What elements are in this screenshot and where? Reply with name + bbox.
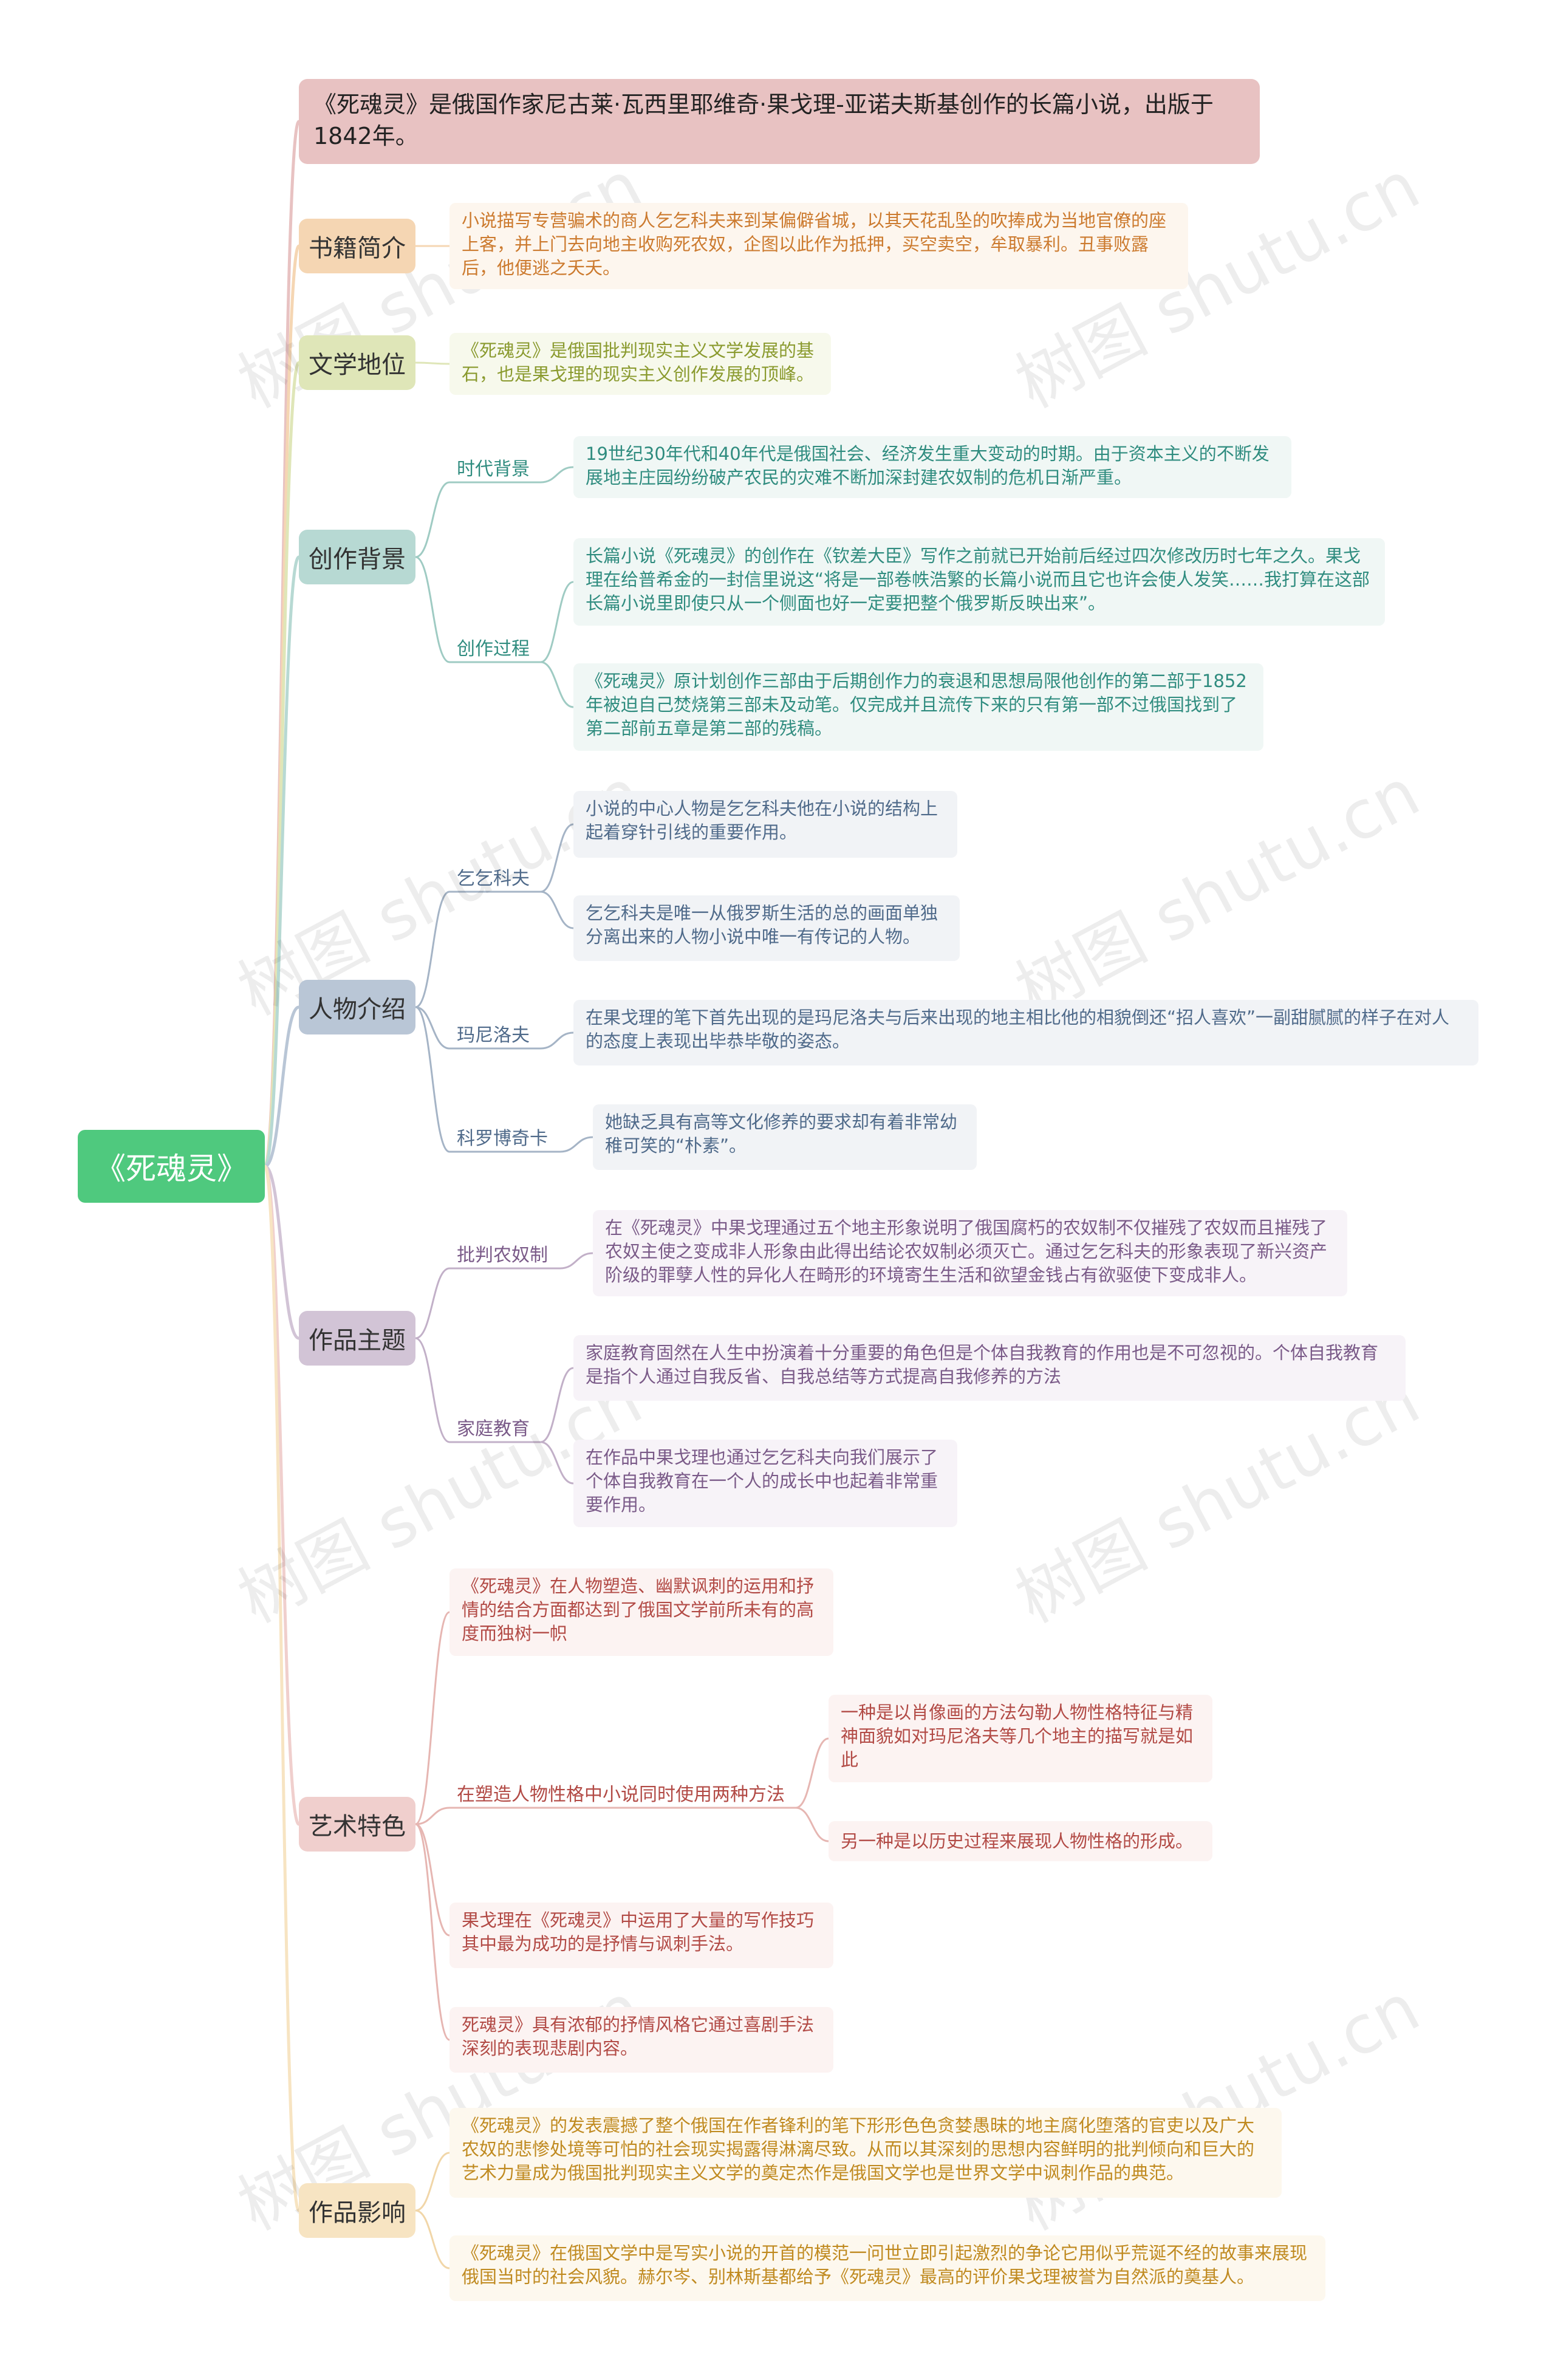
korobochka-text[interactable]: 她缺乏具有高等文化修养的要求却有着非常幼稚可笑的“朴素”。 <box>593 1104 977 1170</box>
sub-creation-process[interactable]: 创作过程 <box>457 638 530 660</box>
sub-family-education[interactable]: 家庭教育 <box>457 1418 530 1440</box>
art-item[interactable]: 死魂灵》具有浓郁的抒情风格它通过喜剧手法深刻的表现悲剧内容。 <box>449 2007 833 2073</box>
literary-status-text[interactable]: 《死魂灵》是俄国批判现实主义文学发展的基石，也是果戈理的现实主义创作发展的顶峰。 <box>449 333 831 395</box>
branch-link <box>415 1006 450 1153</box>
education-item[interactable]: 在作品中果戈理也通过乞乞科夫向我们展示了个体自我教育在一个人的成长中也起着非常重… <box>573 1440 957 1527</box>
root-link <box>263 555 301 1168</box>
branch-link <box>415 1823 450 1937</box>
root-link <box>264 1164 300 1340</box>
branch-link <box>415 481 450 558</box>
education-item[interactable]: 家庭教育固然在人生中扮演着十分重要的角色但是个体自我教育的作用也是不可忽视的。个… <box>573 1335 1406 1401</box>
leaf-link <box>540 1367 574 1443</box>
influence-item[interactable]: 《死魂灵》在俄国文学中是写实小说的开首的模范一问世立即引起激烈的争论它用似乎荒诞… <box>449 2235 1325 2301</box>
art-item[interactable]: 《死魂灵》在人物塑造、幽默讽刺的运用和抒情的结合方面都达到了俄国文学前所未有的高… <box>449 1568 833 1656</box>
branch-literary-status[interactable]: 文学地位 <box>299 335 415 390</box>
branch-artistic-features[interactable]: 艺术特色 <box>299 1797 415 1852</box>
branch-link <box>415 361 450 365</box>
era-background-text[interactable]: 19世纪30年代和40年代是俄国社会、经济发生重大变动的时期。由于资本主义的不断… <box>573 436 1291 498</box>
sub-criticize-serfdom[interactable]: 批判农奴制 <box>457 1245 548 1266</box>
branch-link <box>415 556 450 663</box>
leaf-link <box>540 823 574 893</box>
intro-node[interactable]: 《死魂灵》是俄国作家尼古莱·瓦西里耶维奇·果戈理-亚诺夫斯基创作的长篇小说，出版… <box>299 79 1260 164</box>
influence-item[interactable]: 《死魂灵》的发表震撼了整个俄国在作者锋利的笔下形形色色贪婪愚昧的地主腐化堕落的官… <box>449 2108 1282 2198</box>
branch-link <box>415 2209 450 2269</box>
branch-link <box>415 1807 450 1825</box>
leaf-link <box>540 581 574 663</box>
leaf-link <box>540 891 574 929</box>
branch-link <box>415 891 450 1008</box>
leaf-link <box>540 661 574 708</box>
summary-text[interactable]: 小说描写专营骗术的商人乞乞科夫来到某偏僻省城，以其天花乱坠的吹捧成为当地官僚的座… <box>449 203 1188 289</box>
method-item[interactable]: 一种是以肖像画的方法勾勒人物性格特征与精神面貌如对玛尼洛夫等几个地主的描写就是如… <box>829 1695 1212 1782</box>
branch-link <box>415 1337 450 1443</box>
sub-era-background[interactable]: 时代背景 <box>457 459 530 480</box>
leaf-link <box>540 1031 574 1050</box>
sub-chichikov[interactable]: 乞乞科夫 <box>457 868 530 889</box>
leaf-link <box>795 1737 829 1809</box>
branch-link <box>415 1823 450 2041</box>
root-node[interactable]: 《死魂灵》 <box>78 1130 265 1203</box>
sub-manilov[interactable]: 玛尼洛夫 <box>457 1025 530 1046</box>
creation-process-item[interactable]: 长篇小说《死魂灵》的创作在《钦差大臣》写作之前就已开始前后经过四次修改历时七年之… <box>573 538 1385 626</box>
branch-background[interactable]: 创作背景 <box>299 530 415 584</box>
root-link <box>263 361 301 1168</box>
leaf-link <box>540 466 574 484</box>
branch-characters[interactable]: 人物介绍 <box>299 980 415 1034</box>
leaf-link <box>795 1807 829 1842</box>
sub-korobochka[interactable]: 科罗博奇卡 <box>457 1128 548 1149</box>
leaf-link <box>540 1441 574 1485</box>
branch-link <box>415 1611 450 1825</box>
leaf-link <box>559 1136 593 1153</box>
branch-link <box>415 1006 450 1050</box>
branch-influence[interactable]: 作品影响 <box>299 2183 415 2238</box>
sub-two-methods[interactable]: 在塑造人物性格中小说同时使用两种方法 <box>457 1784 785 1805</box>
art-item[interactable]: 果戈理在《死魂灵》中运用了大量的写作技巧其中最为成功的是抒情与讽刺手法。 <box>449 1903 833 1968</box>
serfdom-text[interactable]: 在《死魂灵》中果戈理通过五个地主形象说明了俄国腐朽的农奴制不仅摧残了农奴而且摧残… <box>593 1210 1347 1296</box>
branch-theme[interactable]: 作品主题 <box>299 1311 415 1366</box>
method-item[interactable]: 另一种是以历史过程来展现人物性格的形成。 <box>829 1821 1212 1861</box>
chichikov-item[interactable]: 乞乞科夫是唯一从俄罗斯生活的总的画面单独分离出来的人物小说中唯一有传记的人物。 <box>573 895 960 961</box>
branch-link <box>415 2152 450 2212</box>
manilov-text[interactable]: 在果戈理的笔下首先出现的是玛尼洛夫与后来出现的地主相比他的相貌倒还“招人喜欢”一… <box>573 1000 1478 1065</box>
branch-link <box>415 1267 450 1339</box>
leaf-link <box>559 1252 593 1270</box>
root-link <box>264 1005 300 1168</box>
branch-summary[interactable]: 书籍简介 <box>299 219 415 273</box>
chichikov-item[interactable]: 小说的中心人物是乞乞科夫他在小说的结构上起着穿针引线的重要作用。 <box>573 791 957 858</box>
root-link <box>263 1164 301 2212</box>
creation-process-item[interactable]: 《死魂灵》原计划创作三部由于后期创作力的衰退和思想局限他创作的第二部于1852年… <box>573 663 1263 751</box>
